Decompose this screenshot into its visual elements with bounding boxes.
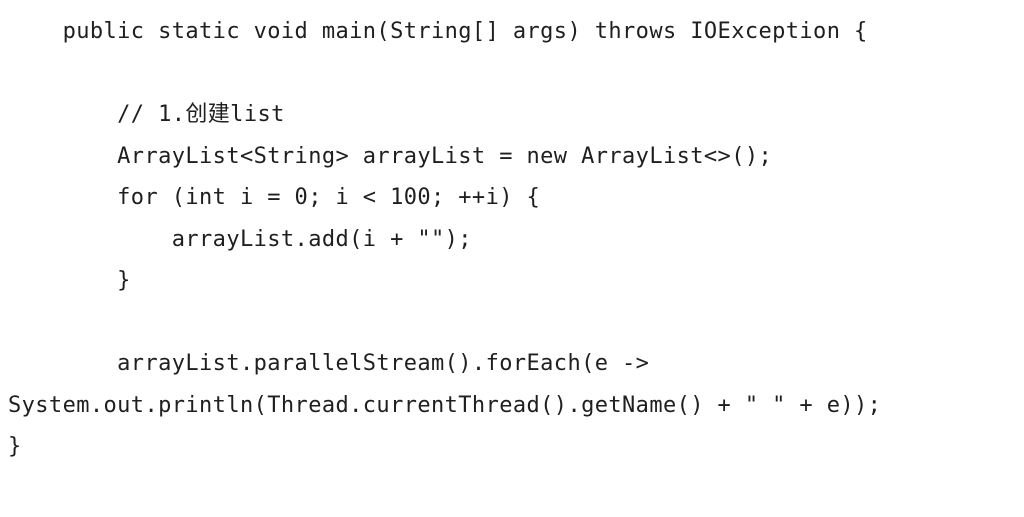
code-line-4: ArrayList<String> arrayList = new ArrayL… [8, 144, 773, 169]
code-line-10: System.out.println(Thread.currentThread(… [8, 393, 882, 418]
code-line-11: } [8, 434, 22, 459]
code-line-7: } [8, 268, 131, 293]
code-line-3: // 1.创建list [8, 102, 285, 127]
code-line-6: arrayList.add(i + ""); [8, 227, 472, 252]
code-line-9: arrayList.parallelStream().forEach(e -> [8, 351, 650, 376]
code-line-1: public static void main(String[] args) t… [8, 19, 868, 44]
code-line-5: for (int i = 0; i < 100; ++i) { [8, 185, 541, 210]
